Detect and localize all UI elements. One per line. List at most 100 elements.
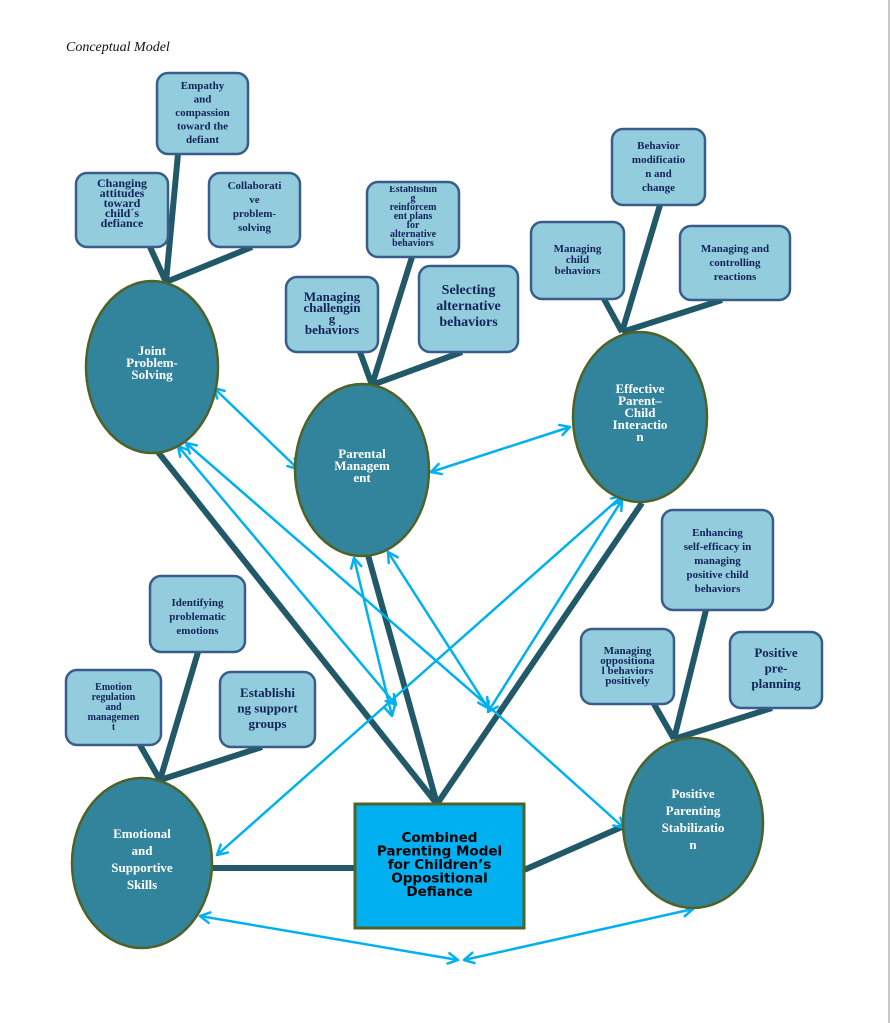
subtopic-label-line: reactions — [714, 271, 757, 283]
subtopic-label-line: behaviors — [555, 265, 602, 277]
subtopic-box — [155, 71, 250, 156]
subtopic-label-line: defiant — [186, 134, 219, 146]
subtopic-label-line: Managing and — [701, 243, 769, 255]
arrow-joint-to-right-cross — [185, 442, 496, 713]
subtopic-label-line: positive child — [686, 569, 748, 581]
subtopic-label-line: modificatio — [632, 154, 686, 166]
arrow-parental-to-center-right — [386, 551, 490, 709]
node-label-line: n — [689, 837, 697, 852]
subtopic-label-line: g — [411, 193, 416, 204]
node-circle — [84, 279, 220, 455]
connector-parental-management-establishing-reinforcement-plans — [369, 256, 415, 386]
subtopic-label-line: Managing — [304, 289, 361, 304]
arrow-parental-to-effective — [430, 425, 571, 474]
node-circle — [70, 776, 214, 950]
subtopic-label: Managing and controlling reactions — [701, 243, 769, 283]
arrow-parental-to-effective-head-start — [429, 462, 444, 476]
subtopic-managing-controlling-reactions: Managing and controlling reactions — [678, 224, 792, 302]
arrow-emotional-to-bottom-head-start — [198, 911, 212, 925]
subtopic-label-line: behaviors — [695, 583, 742, 595]
connector-center-joint-problem-solving — [155, 450, 440, 806]
arrow-center-right-to-effective-head-start — [486, 699, 499, 714]
subtopic-label-line: and — [105, 702, 122, 713]
node-label-line: Managem — [334, 458, 390, 473]
subtopic-label-line: Empathy — [181, 80, 225, 92]
subtopic-box — [365, 180, 461, 259]
page-edge-divider — [888, 0, 890, 1023]
node-label-line: Skills — [127, 877, 157, 892]
arrow-center-right-to-effective — [486, 499, 624, 713]
subtopic-label-line: change — [642, 182, 675, 194]
connector-joint-problem-solving-empathy-compassion — [163, 153, 181, 283]
subtopic-box — [610, 127, 707, 207]
arrow-emotional-to-bottom-head-end — [446, 951, 460, 965]
subtopic-box — [579, 627, 676, 706]
subtopic-label-line: emotions — [176, 625, 219, 637]
subtopic-box — [207, 171, 302, 249]
arrow-bottom-to-positive — [463, 907, 694, 962]
subtopic-label-line: g — [329, 311, 336, 326]
subtopic-label-line: t — [112, 722, 116, 733]
node-label-line: Effective — [615, 381, 664, 396]
node-label-line: Solving — [131, 367, 173, 382]
node-label-line: ent — [353, 470, 371, 485]
arrow-parental-to-effective-head-end — [557, 423, 572, 437]
subtopic-label-line: positively — [605, 675, 650, 687]
center-label-line: Combined — [402, 830, 478, 846]
node-label-line: Positive — [671, 786, 715, 801]
subtopic-label-line: pre- — [765, 661, 788, 676]
subtopic-label-line: alternative — [390, 229, 437, 240]
subtopic-label-line: behaviors — [392, 238, 434, 249]
arrow-joint-to-center-left — [177, 445, 397, 706]
arrow-emotional-to-effective — [216, 495, 623, 856]
node-label-line: Parental — [338, 446, 386, 461]
subtopic-label-line: Managing — [554, 243, 602, 255]
node-label-line: Supportive — [111, 860, 173, 875]
diagram-caption: Conceptual Model — [66, 40, 170, 55]
connector-layer — [137, 153, 773, 873]
subtopic-label-line: compassion — [175, 107, 229, 119]
connector-emotional-supportive-skills-emotion-regulation — [137, 743, 163, 782]
connector-center-parental-management — [365, 554, 440, 805]
subtopic-label-line: Collaborati — [228, 180, 282, 192]
subtopic-box — [284, 275, 380, 354]
arrow-joint-to-right-cross-head-start — [184, 441, 198, 455]
arrow-emotional-to-bottom — [199, 914, 459, 962]
subtopic-label-line: toward the — [177, 121, 228, 133]
center-label-line: Parenting Model — [377, 844, 502, 860]
subtopic-label-line: ent plans — [394, 211, 433, 222]
node-circle — [293, 382, 431, 558]
subtopic-label-line: Enhancing — [692, 527, 743, 539]
subtopic-label-line: Establishin — [389, 184, 437, 195]
subtopic-label-line: regulation — [92, 692, 136, 703]
subtopic-label-line: Positive — [754, 645, 798, 660]
subtopic-label-line: oppositiona — [600, 655, 655, 667]
subtopic-label-line: attitudes — [100, 186, 145, 200]
connector-joint-problem-solving-collaborative-problem-solving — [164, 244, 254, 285]
subtopic-box — [148, 574, 247, 654]
subtopic-label-line: reinforcem — [390, 202, 438, 213]
connector-center-effective-parent-child-interaction — [434, 501, 645, 806]
arrow-bottom-to-positive-head-start — [462, 951, 476, 965]
subtopic-label-line: controlling — [709, 257, 761, 269]
